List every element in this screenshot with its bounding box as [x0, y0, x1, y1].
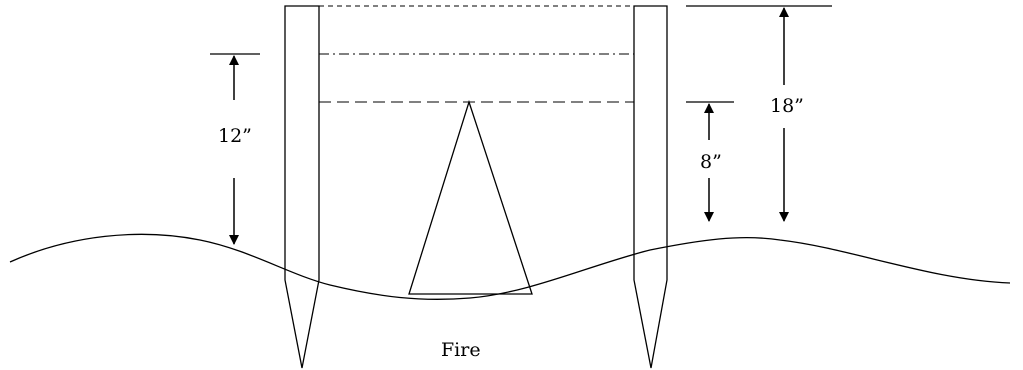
label-12-inch: 12” — [218, 125, 252, 147]
label-8-inch: 8” — [700, 151, 722, 173]
label-fire: Fire — [441, 339, 481, 361]
label-18-inch: 18” — [770, 95, 804, 117]
fire-teepee — [408, 99, 533, 295]
right-stake — [633, 5, 668, 369]
ground-line — [9, 233, 1011, 300]
left-stake — [284, 5, 320, 369]
